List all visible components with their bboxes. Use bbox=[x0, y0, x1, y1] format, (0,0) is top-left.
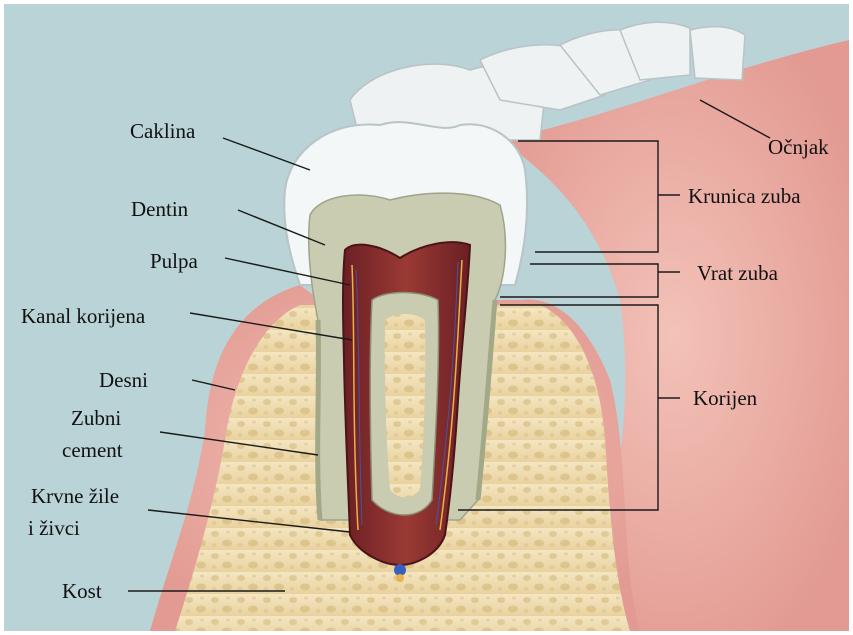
label-dentin: Dentin bbox=[131, 196, 188, 222]
label-neck: Vrat zuba bbox=[697, 260, 778, 286]
label-cementum-line2: cement bbox=[62, 437, 123, 463]
apex-nerve bbox=[396, 574, 404, 582]
label-root: Korijen bbox=[693, 385, 757, 411]
label-gum: Desni bbox=[99, 367, 148, 393]
label-cementum-line1: Zubni bbox=[71, 405, 121, 431]
label-bone: Kost bbox=[62, 578, 102, 604]
label-enamel: Caklina bbox=[130, 118, 195, 144]
label-vessels-line1: Krvne žile bbox=[31, 483, 119, 509]
inner-bone bbox=[385, 314, 426, 498]
label-crown: Krunica zuba bbox=[688, 183, 801, 209]
label-pulp: Pulpa bbox=[150, 248, 198, 274]
label-root-canal: Kanal korijena bbox=[21, 303, 145, 329]
label-vessels-line2: i živci bbox=[28, 515, 80, 541]
label-canine: Očnjak bbox=[768, 134, 829, 160]
